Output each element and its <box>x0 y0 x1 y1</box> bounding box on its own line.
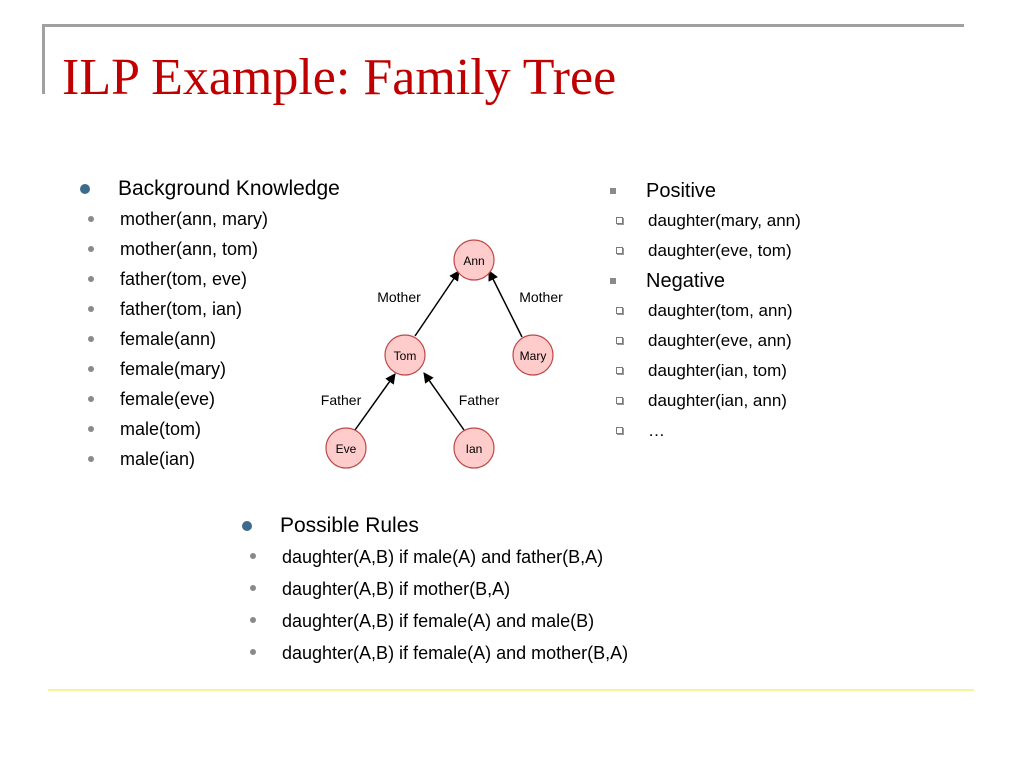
negative-examples-container: daughter(tom, ann) daughter(eve, ann) da… <box>608 296 1008 446</box>
rules-container: daughter(A,B) if male(A) and father(B,A)… <box>242 541 962 669</box>
background-fact: mother(ann, tom) <box>80 234 410 264</box>
positive-examples-container: daughter(mary, ann) daughter(eve, tom) <box>608 206 1008 266</box>
background-knowledge-section: Background Knowledge mother(ann, mary) m… <box>80 174 410 474</box>
background-fact: female(mary) <box>80 354 410 384</box>
edge-label-ian-tom: Father <box>459 392 500 408</box>
negative-examples-list: daughter(tom, ann) daughter(eve, ann) da… <box>608 296 1008 446</box>
negative-example: daughter(ian, ann) <box>608 386 1008 416</box>
possible-rules-heading: Possible Rules <box>242 511 962 541</box>
background-facts-list: mother(ann, mary) mother(ann, tom) fathe… <box>80 204 410 474</box>
tree-node-tom: Tom <box>384 334 426 376</box>
background-fact: father(tom, ian) <box>80 294 410 324</box>
edge-label-mary-ann: Mother <box>519 289 563 305</box>
possible-rules-section: Possible Rules daughter(A,B) if male(A) … <box>242 511 962 669</box>
tree-node-mary: Mary <box>512 334 554 376</box>
tree-node-ann: Ann <box>453 239 495 281</box>
positive-example: daughter(eve, tom) <box>608 236 1008 266</box>
rule-item: daughter(A,B) if female(A) and mother(B,… <box>242 637 962 669</box>
tree-node-eve: Eve <box>325 427 367 469</box>
edge-label-eve-tom: Father <box>321 392 362 408</box>
edge-tom-ann <box>414 270 460 337</box>
rule-item: daughter(A,B) if male(A) and father(B,A) <box>242 541 962 573</box>
positive-heading: Positive <box>608 176 1008 206</box>
background-fact: male(ian) <box>80 444 410 474</box>
tree-node-label: Eve <box>336 442 357 456</box>
background-fact: female(ann) <box>80 324 410 354</box>
edge-ian-tom <box>423 372 465 431</box>
background-knowledge-heading: Background Knowledge <box>80 174 410 204</box>
background-facts-container: mother(ann, mary) mother(ann, tom) fathe… <box>80 204 410 474</box>
edge-mary-ann <box>488 270 523 338</box>
rules-list: daughter(A,B) if male(A) and father(B,A)… <box>242 541 962 669</box>
positive-examples-list: daughter(mary, ann) daughter(eve, tom) <box>608 206 1008 266</box>
negative-example: … <box>608 416 1008 446</box>
examples-section: Positive daughter(mary, ann) daughter(ev… <box>608 176 1008 446</box>
negative-example: daughter(eve, ann) <box>608 326 1008 356</box>
edge-label-tom-ann: Mother <box>377 289 421 305</box>
tree-node-label: Mary <box>520 349 547 363</box>
tree-node-ian: Ian <box>453 427 495 469</box>
background-fact: mother(ann, mary) <box>80 204 410 234</box>
positive-example: daughter(mary, ann) <box>608 206 1008 236</box>
negative-example: daughter(tom, ann) <box>608 296 1008 326</box>
edge-eve-tom <box>354 373 396 431</box>
negative-heading: Negative <box>608 266 1008 296</box>
background-fact: female(eve) <box>80 384 410 414</box>
family-tree-diagram: Mother Mother Father Father Ann Tom Mary… <box>321 239 563 469</box>
tree-node-label: Tom <box>394 349 417 363</box>
tree-node-label: Ian <box>466 442 483 456</box>
slide-frame-left <box>42 24 45 94</box>
slide-title: ILP Example: Family Tree <box>62 49 617 106</box>
background-fact: male(tom) <box>80 414 410 444</box>
rule-item: daughter(A,B) if female(A) and male(B) <box>242 605 962 637</box>
footer-divider <box>48 689 974 691</box>
negative-example: daughter(ian, tom) <box>608 356 1008 386</box>
rule-item: daughter(A,B) if mother(B,A) <box>242 573 962 605</box>
background-fact: father(tom, eve) <box>80 264 410 294</box>
slide-frame-top <box>42 24 964 27</box>
tree-node-label: Ann <box>463 254 484 268</box>
